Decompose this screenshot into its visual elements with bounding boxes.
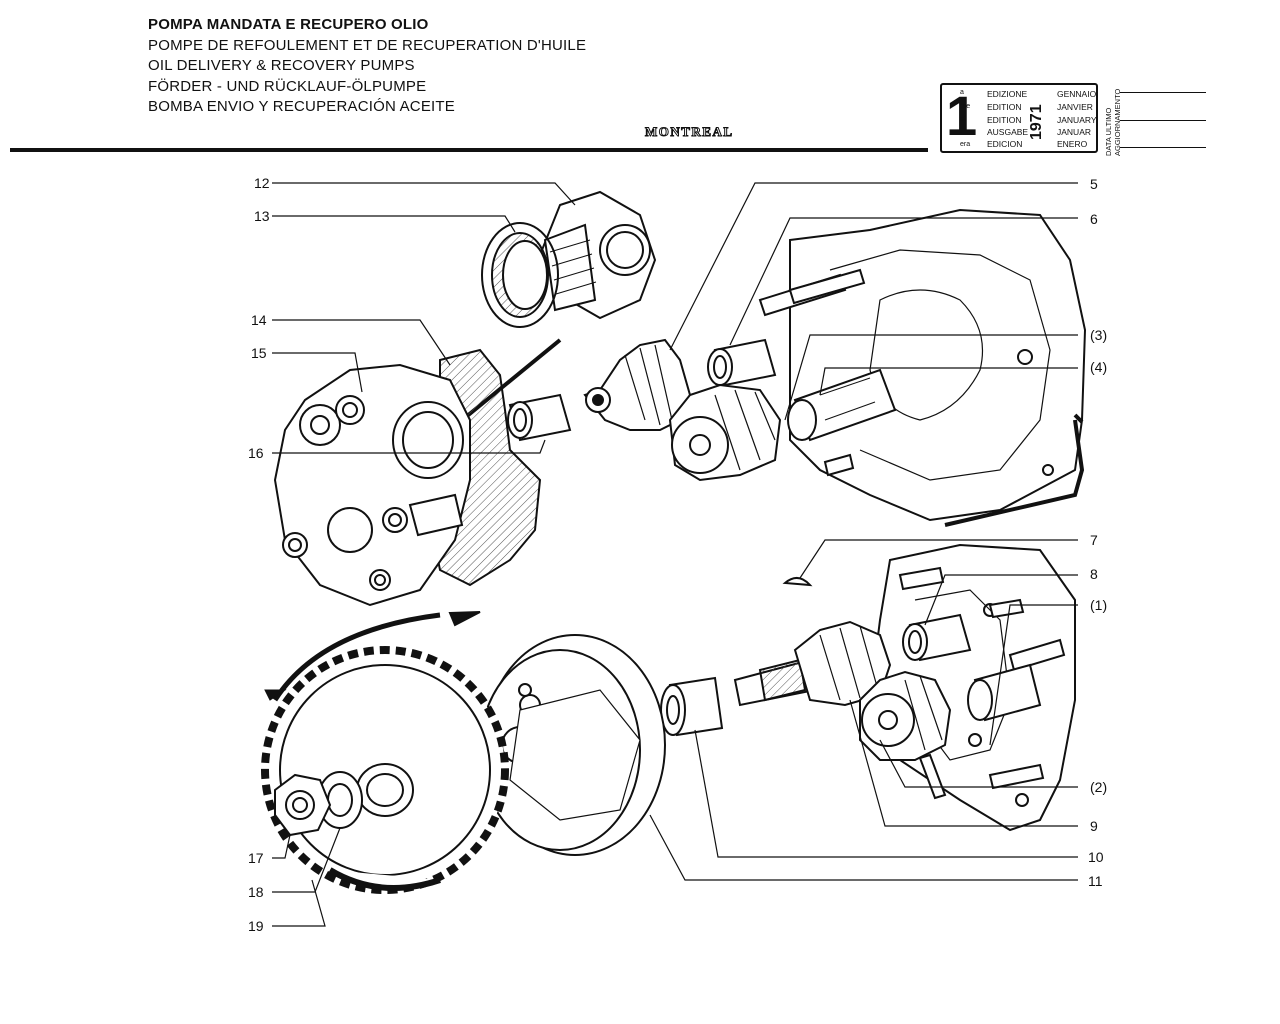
- header-rule: [10, 148, 928, 152]
- callout-6: 6: [1090, 211, 1098, 227]
- bush-6: [707, 338, 777, 387]
- callout-18: 18: [248, 884, 264, 900]
- pump-cover-11: [479, 634, 666, 856]
- edition-number: 1: [946, 84, 978, 147]
- gear-4: [668, 383, 782, 482]
- title-block: POMPA MANDATA E RECUPERO OLIO POMPE DE R…: [148, 15, 586, 118]
- edition-lang: EDICION: [987, 139, 1023, 149]
- leader-lines: [272, 182, 1078, 927]
- callout-2: (2): [1090, 779, 1108, 795]
- stud-upper: [758, 268, 866, 477]
- callout-9: 9: [1090, 818, 1098, 834]
- edition-month: JANVIER: [1057, 102, 1093, 112]
- gear-5: [583, 338, 692, 431]
- bush-8: [902, 613, 972, 662]
- callout-11: 11: [1088, 873, 1103, 889]
- edition-sup: a: [960, 89, 964, 96]
- edition-month: ENERO: [1057, 139, 1088, 149]
- edition-month: GENNAIO: [1057, 89, 1097, 99]
- callout-15: 15: [251, 345, 267, 361]
- plug-12: [538, 190, 657, 320]
- pump-body-15: [273, 363, 471, 607]
- callout-1: (1): [1090, 597, 1108, 613]
- callout-3: (3): [1090, 327, 1108, 343]
- edition-lang: EDIZIONE: [987, 89, 1028, 99]
- brand-logo: MONTREAL: [645, 124, 734, 140]
- update-line: [1120, 120, 1206, 121]
- shaft-upper: [787, 368, 897, 442]
- edition-month: JANUAR: [1057, 127, 1092, 137]
- callout-7: 7: [1090, 532, 1098, 548]
- callout-5: 5: [1090, 176, 1098, 192]
- edition-month: JANUARY: [1057, 115, 1097, 125]
- washer-18: [317, 771, 363, 829]
- title-english: OIL DELIVERY & RECOVERY PUMPS: [148, 57, 415, 74]
- nut-17: [274, 773, 332, 837]
- callout-13: 13: [254, 208, 270, 224]
- woodruff-key-7: [782, 577, 813, 587]
- update-line: [1120, 92, 1206, 93]
- edition-sup: st: [960, 116, 966, 123]
- stud-lower: [898, 566, 1066, 800]
- sprocket-19: [261, 646, 509, 894]
- callout-17: 17: [248, 850, 264, 866]
- callout-12: 12: [254, 175, 270, 191]
- title-spanish: BOMBA ENVIO Y RECUPERACIÓN ACEITE: [148, 98, 455, 115]
- title-french: POMPE DE REFOULEMENT ET DE RECUPERATION …: [148, 36, 587, 54]
- edition-box: 1 a ere st . era EDIZIONE EDITION EDITIO…: [940, 83, 1098, 153]
- edition-sup: ere: [960, 103, 971, 110]
- rotation-arrow: [264, 611, 481, 702]
- update-line: [1120, 147, 1206, 148]
- callout-16: 16: [248, 445, 264, 461]
- callout-8: 8: [1090, 566, 1098, 582]
- callout-14: 14: [251, 312, 267, 328]
- gasket-13: [481, 222, 559, 328]
- shaft-lower: [967, 663, 1042, 722]
- gear-9: [859, 670, 952, 761]
- edition-lang: EDITION: [987, 115, 1022, 125]
- edition-lang: EDITION: [987, 102, 1022, 112]
- title-german: FÖRDER - UND RÜCKLAUF-ÖLPUMPE: [148, 77, 427, 95]
- callout-4: (4): [1090, 359, 1108, 375]
- edition-lang: AUSGABE: [987, 127, 1029, 137]
- bush-10: [660, 676, 724, 737]
- edition-sup: .: [960, 128, 962, 135]
- callout-19: 19: [248, 918, 264, 934]
- edition-sup: era: [960, 141, 971, 148]
- callout-10: 10: [1088, 849, 1104, 865]
- title-italian: POMPA MANDATA E RECUPERO OLIO: [148, 16, 429, 33]
- bush-upper-left: [507, 393, 572, 442]
- gear-shaft-lower: [733, 620, 892, 707]
